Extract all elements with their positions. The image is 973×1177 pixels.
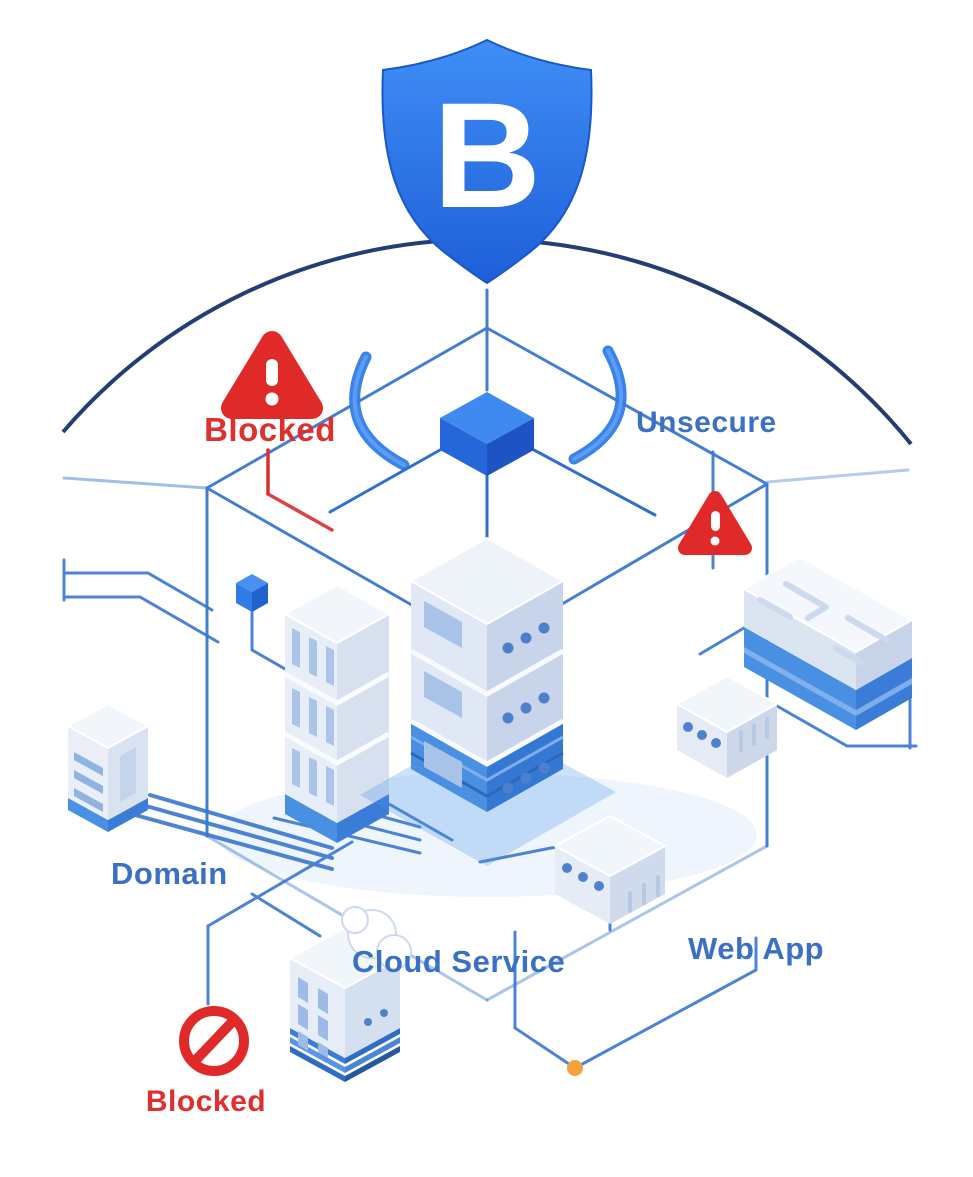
- cloud-service-building: [287, 906, 412, 1082]
- traffic-ribbons: [349, 345, 627, 471]
- warning-triangle-icon: [678, 491, 752, 555]
- edge-node-cube: [674, 674, 780, 778]
- shield-letter: B: [433, 71, 541, 239]
- label-unsecure: Unsecure: [636, 406, 777, 439]
- warning-triangle-icon: [221, 331, 323, 419]
- label-domain: Domain: [111, 856, 228, 891]
- label-cloud-service: Cloud Service: [352, 944, 566, 979]
- connector-node-cube: [236, 574, 268, 612]
- office-tower: [282, 583, 392, 843]
- web-app-server: [552, 814, 668, 924]
- datacenter-block: [741, 555, 915, 730]
- no-entry-icon: [179, 1006, 249, 1076]
- label-web-app: Web App: [688, 931, 825, 966]
- cloud-cutout: [341, 906, 412, 970]
- network-grid-lines: [62, 288, 910, 1002]
- blocked-path-lines: [266, 448, 334, 532]
- central-server-cluster: [408, 536, 566, 812]
- shield-logo-icon: B: [381, 38, 593, 285]
- data-packet-cube: [440, 392, 534, 476]
- label-blocked-top: Blocked: [204, 411, 336, 448]
- label-blocked-bottom: Blocked: [145, 1085, 267, 1118]
- connection-node-icon: [567, 1060, 583, 1076]
- packet-rays: [328, 448, 657, 540]
- domain-server: [65, 702, 151, 832]
